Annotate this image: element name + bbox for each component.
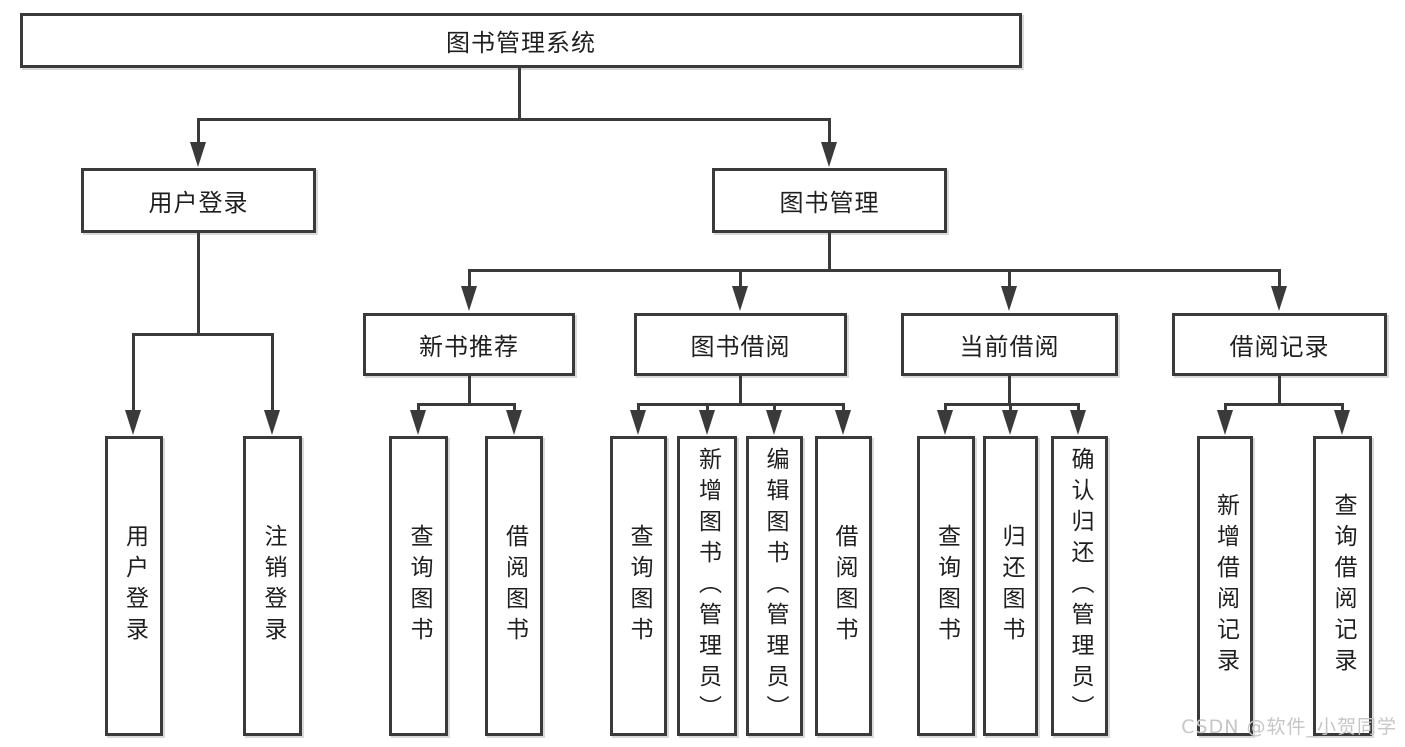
arrow-to-return-book [1002, 406, 1019, 435]
arrow-to-borrow-books-2 [835, 406, 852, 435]
connector-level2-hline [196, 118, 831, 121]
leaf-query-borrow-record: 查询借阅记录 [1313, 436, 1372, 736]
node-library-management-system: 图书管理系统 [20, 13, 1022, 68]
connector-current-borrow-hline [944, 403, 1080, 406]
leaf-query-books-2: 查询图书 [610, 436, 667, 736]
leaf-edit-book-admin: 编辑图书（管理员） [746, 436, 803, 736]
node-new-book-recommend: 新书推荐 [363, 313, 575, 376]
connector-borrow-records-stub [1277, 376, 1281, 406]
leaf-confirm-return-admin: 确认归还（管理员） [1051, 436, 1108, 736]
arrow-to-query-books-2 [630, 406, 647, 435]
leaf-add-borrow-record: 新增借阅记录 [1197, 436, 1253, 736]
connector-borrow-records-hline [1223, 403, 1344, 406]
connector-new-book-stub [467, 376, 471, 406]
arrow-to-leaf-logout [264, 336, 281, 435]
leaf-user-login: 用户登录 [105, 436, 163, 736]
node-book-management: 图书管理 [712, 168, 947, 233]
connector-root-stub [518, 68, 521, 121]
arrow-to-query-books-3 [937, 406, 954, 435]
node-user-login: 用户登录 [81, 168, 316, 233]
arrow-to-query-books-1 [410, 406, 427, 435]
leaf-borrow-books-2: 借阅图书 [815, 436, 872, 736]
arrow-to-leaf-user-login [125, 336, 142, 435]
node-current-borrow: 当前借阅 [901, 313, 1118, 376]
leaf-query-books-1: 查询图书 [389, 436, 448, 736]
arrow-to-borrow-books-1 [505, 406, 523, 435]
arrow-to-query-borrow-record [1333, 406, 1351, 435]
arrow-to-add-borrow-record [1216, 406, 1234, 435]
arrow-to-current-borrow [1000, 272, 1018, 311]
connector-new-book-hline [417, 403, 516, 406]
leaf-borrow-books-1: 借阅图书 [485, 436, 543, 736]
arrow-to-book-borrow [731, 272, 749, 311]
connector-user-login-stub [196, 233, 200, 336]
connector-level3-hline [467, 269, 1281, 272]
node-borrow-records: 借阅记录 [1172, 313, 1387, 376]
arrow-to-new-book-recommend [460, 272, 478, 311]
connector-book-borrow-stub [738, 376, 742, 406]
arrow-to-edit-book [766, 406, 783, 435]
leaf-query-books-3: 查询图书 [917, 436, 975, 736]
arrow-to-confirm-return [1070, 406, 1087, 435]
connector-current-borrow-stub [1007, 376, 1011, 406]
arrow-to-borrow-records [1270, 272, 1288, 311]
csdn-watermark: CSDN @软件_小贺同学 [1181, 716, 1397, 738]
leaf-logout: 注销登录 [243, 436, 302, 736]
arrow-to-add-book [698, 406, 716, 435]
leaf-add-book-admin: 新增图书（管理员） [677, 436, 737, 736]
arrow-to-book-management [820, 121, 838, 167]
connector-user-login-hline [132, 333, 274, 336]
leaf-return-book: 归还图书 [983, 436, 1038, 736]
node-book-borrow: 图书借阅 [634, 313, 847, 376]
connector-book-management-stub [827, 233, 831, 272]
arrow-to-user-login [189, 121, 207, 167]
connector-book-borrow-hline [637, 403, 845, 406]
